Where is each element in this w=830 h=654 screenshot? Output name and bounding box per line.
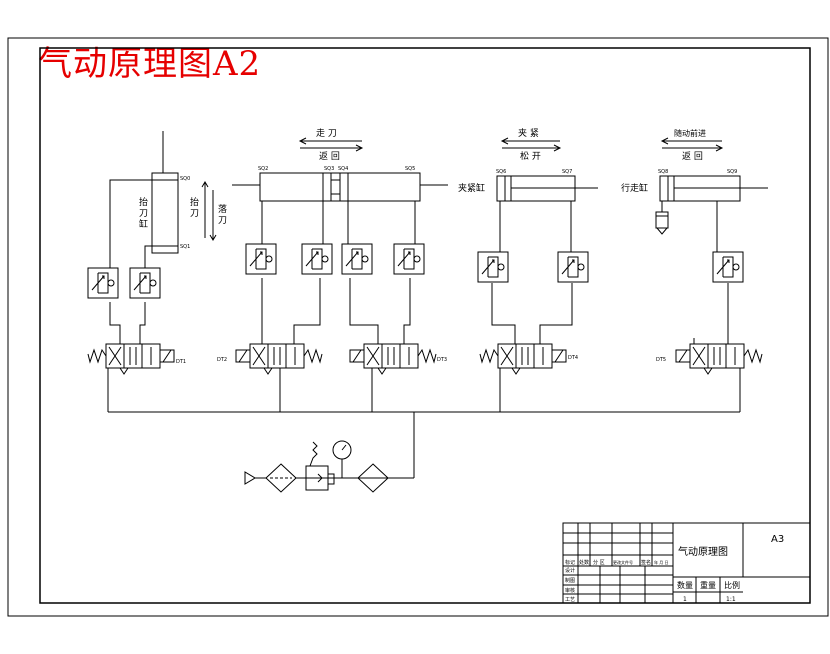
title-block-header-2: 更改文件号 (613, 559, 633, 565)
title-block-row-2: 制图 (565, 577, 575, 584)
five-two-solenoid-valve (479, 343, 567, 375)
five-two-solenoid-valve (675, 343, 763, 375)
sensor-label-sq8: SQ8 (658, 169, 668, 175)
title-block-row-1: 设计 (565, 567, 575, 574)
label-xing-zou-gang: 行走缸 (621, 182, 648, 194)
frl-unit (244, 440, 414, 493)
label-tai-dao: 抬刀 (190, 196, 199, 219)
valve-label-dt1: DT1 (176, 359, 186, 365)
flow-control-valve (393, 243, 425, 275)
label-jia-jin: 夹 紧 (518, 127, 539, 139)
flow-control-valve (129, 267, 161, 299)
sensor-label-sq1: SQ1 (180, 244, 190, 250)
inner-frame (39, 47, 811, 604)
valve-label-dt3: DT3 (437, 357, 447, 363)
title-block-qty-label: 数量 (677, 580, 693, 590)
label-fan-hui: 返 回 (319, 150, 340, 162)
five-two-solenoid-valve (349, 343, 437, 375)
flow-control-valve (301, 243, 333, 275)
title-block-row-0: 标记 (565, 559, 575, 566)
lift-cylinder: SQ0 SQ1 抬刀缸 抬刀 落刀 (109, 131, 227, 268)
outer-frame (7, 37, 829, 617)
title-block-qty-value: 1 (683, 596, 687, 603)
supply-manifold (107, 368, 741, 479)
label-zou-dao: 走 刀 (316, 128, 337, 139)
sensor-label-sq4: SQ4 (338, 166, 348, 172)
five-two-solenoid-valve (87, 343, 175, 375)
flow-control-valve (712, 251, 744, 283)
feed-cylinder: SQ2 SQ3 SQ4 SQ5 走 刀 返 回 (232, 128, 448, 244)
title-block: 气动原理图 A3 数量 重量 比例 1 1:1 标记 设计 制图 审核 工艺 处… (562, 522, 811, 604)
sensor-label-sq6: SQ6 (496, 169, 506, 175)
overlay-title: 气动原理图A2 (38, 44, 262, 84)
title-block-weight-label: 重量 (700, 580, 716, 590)
flow-control-valve (477, 251, 509, 283)
title-block-header-3: 签名 (641, 559, 651, 566)
five-two-solenoid-valve (235, 343, 323, 375)
sensor-label-sq0: SQ0 (180, 176, 190, 182)
clamp-cylinder: 夹紧缸 SQ6 SQ7 夹 紧 松 开 (458, 127, 598, 252)
sensor-label-sq3: SQ3 (324, 166, 334, 172)
valve-label-dt4: DT4 (568, 355, 578, 361)
label-fan-hui-2: 返 回 (682, 150, 703, 162)
title-block-row-4: 工艺 (565, 597, 575, 603)
label-luo-dao: 落刀 (218, 203, 227, 226)
valve-label-dt2: DT2 (217, 357, 227, 363)
valve-label-dt5: DT5 (656, 357, 666, 363)
flow-control-valve (87, 267, 119, 299)
sensor-label-sq9: SQ9 (727, 169, 737, 175)
flow-control-valve (557, 251, 589, 283)
title-block-header-4: 年 月 日 (654, 559, 669, 565)
sensor-label-sq5: SQ5 (405, 166, 415, 172)
travel-cylinder: 行走缸 SQ8 SQ9 随动前进 返 回 (621, 128, 768, 252)
title-block-scale-label: 比例 (724, 580, 740, 590)
title-block-row-3: 审核 (565, 587, 575, 594)
title-block-drawing-name: 气动原理图 (678, 545, 728, 558)
title-block-header-1: 分 区 (593, 559, 605, 566)
title-block-header-0: 处数 (579, 559, 589, 566)
label-tai-dao-gang: 抬刀缸 (139, 196, 148, 230)
solenoid-valves (87, 343, 763, 375)
title-block-sheet-size: A3 (771, 534, 784, 545)
sensor-label-sq7: SQ7 (562, 169, 572, 175)
flow-control-valve (341, 243, 373, 275)
label-jia-jin-gang: 夹紧缸 (458, 182, 485, 194)
title-block-scale-value: 1:1 (726, 596, 736, 603)
flow-control-valve (245, 243, 277, 275)
label-song-kai: 松 开 (520, 150, 541, 162)
flow-control-valves (87, 243, 744, 299)
sensor-label-sq2: SQ2 (258, 166, 268, 172)
valve-hoses (109, 278, 729, 344)
label-sui-dong: 随动前进 (674, 128, 706, 138)
